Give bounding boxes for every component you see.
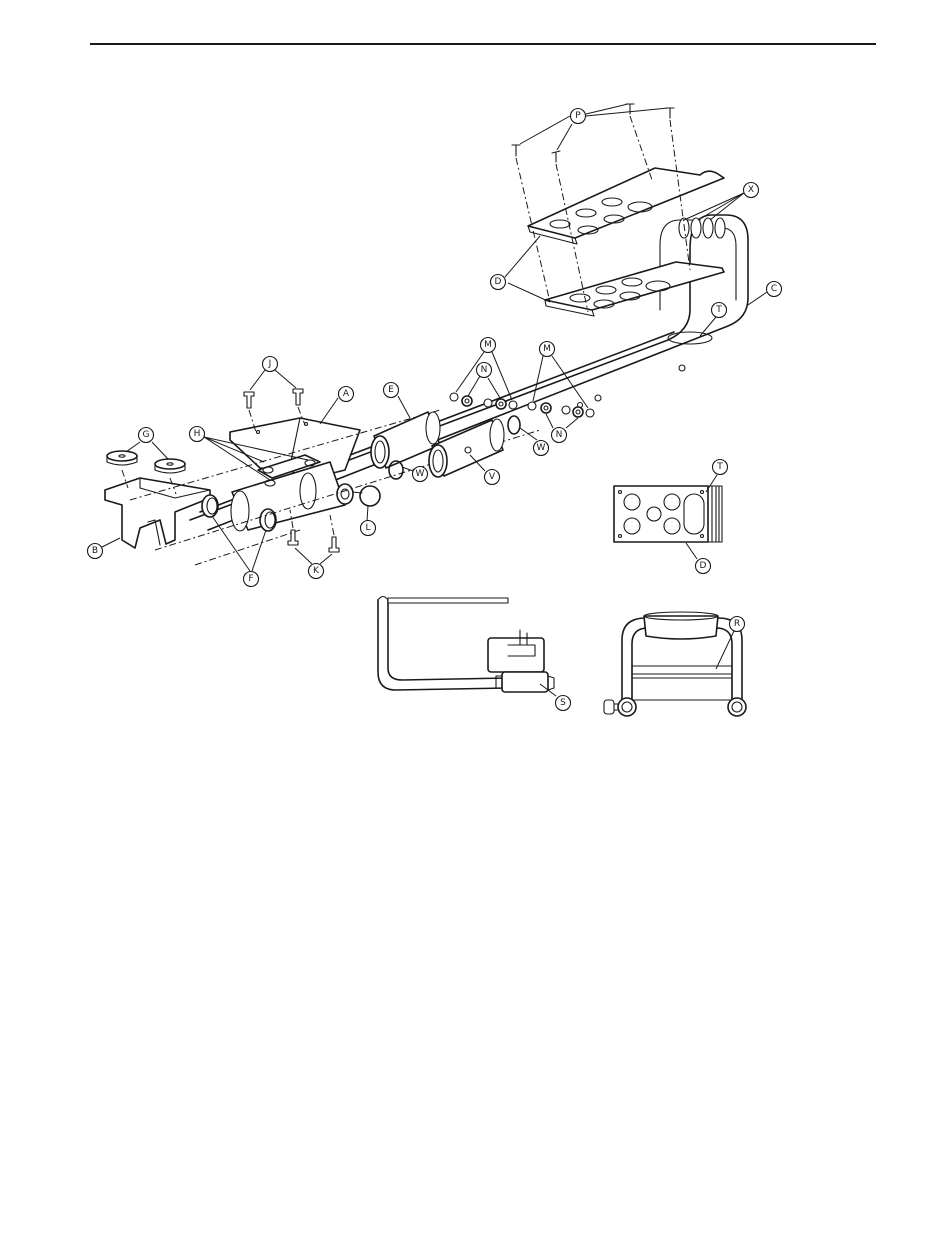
callout-m-left: M — [481, 338, 496, 353]
svg-text:B: B — [92, 546, 98, 556]
svg-text:R: R — [734, 619, 740, 629]
svg-text:M: M — [484, 340, 492, 350]
svg-text:G: G — [143, 430, 150, 440]
svg-text:M: M — [543, 344, 551, 354]
svg-text:T: T — [715, 305, 722, 315]
svg-text:L: L — [365, 523, 370, 533]
callout-l: L — [361, 521, 376, 536]
front-view — [604, 612, 746, 716]
side-view — [378, 597, 554, 693]
callout-n-right: N — [552, 428, 567, 443]
callout-p: P — [571, 109, 586, 124]
callout-n-left: N — [477, 363, 492, 378]
callout-c: C — [767, 282, 782, 297]
svg-text:D: D — [700, 561, 707, 571]
callout-d-top: D — [491, 275, 506, 290]
callout-w-right: W — [534, 441, 549, 456]
svg-text:P: P — [575, 111, 581, 121]
svg-text:X: X — [748, 185, 754, 195]
callout-f: F — [244, 572, 259, 587]
callout-b: B — [88, 544, 103, 559]
callout-a: A — [339, 387, 354, 402]
svg-text:J: J — [268, 359, 272, 369]
callout-e: E — [384, 383, 399, 398]
callout-t-detail: T — [713, 460, 728, 475]
grip-rings — [679, 218, 725, 238]
svg-text:D: D — [495, 277, 502, 287]
main-sleeve — [231, 455, 345, 531]
callout-h: H — [190, 427, 205, 442]
svg-text:W: W — [537, 443, 546, 453]
svg-text:E: E — [388, 385, 394, 395]
svg-text:C: C — [771, 284, 777, 294]
svg-text:S: S — [560, 698, 566, 708]
svg-text:W: W — [416, 469, 425, 479]
lower-tray — [545, 262, 724, 316]
callout-s: S — [556, 696, 571, 711]
svg-text:A: A — [343, 389, 350, 399]
svg-text:T: T — [716, 462, 723, 472]
svg-text:N: N — [556, 430, 563, 440]
fasteners-right — [528, 402, 594, 417]
callout-k: K — [309, 564, 324, 579]
callout-x: X — [744, 183, 759, 198]
callout-j: J — [263, 357, 278, 372]
lock-knob — [337, 484, 380, 506]
callout-g: G — [139, 428, 154, 443]
svg-text:H: H — [194, 429, 201, 439]
svg-text:F: F — [248, 574, 253, 584]
callout-t-top: T — [712, 303, 727, 318]
callout-w-left: W — [413, 467, 428, 482]
callout-r: R — [730, 617, 745, 632]
callout-m-right: M — [540, 342, 555, 357]
svg-text:N: N — [481, 365, 488, 375]
svg-text:V: V — [489, 472, 496, 482]
tray-top-view — [614, 486, 722, 542]
callout-d-detail: D — [696, 559, 711, 574]
callout-v: V — [485, 470, 500, 485]
